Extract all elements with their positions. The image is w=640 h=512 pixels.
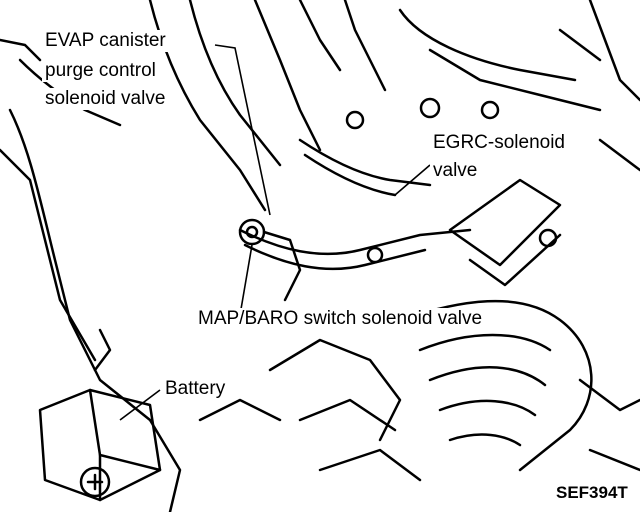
- label-egrc-line2: valve: [430, 160, 481, 182]
- label-evap-line1: EVAP canister: [42, 30, 169, 52]
- leader-battery: [119, 389, 161, 421]
- figure-code: SEF394T: [556, 483, 628, 502]
- leader-evap: [214, 44, 271, 216]
- label-evap-line3: solenoid valve: [42, 88, 169, 110]
- label-battery: Battery: [162, 378, 229, 400]
- fender-outline: [8, 108, 182, 512]
- intake-duct: [398, 299, 593, 472]
- leader-egrc: [394, 164, 431, 196]
- centre-hose: [238, 228, 472, 256]
- label-map-baro: MAP/BARO switch solenoid valve: [195, 308, 486, 330]
- upper-pipe: [148, 0, 267, 212]
- leader-map-baro: [239, 244, 253, 316]
- egrc-solenoid-body: [448, 178, 562, 267]
- label-egrc-line1: EGRC-solenoid: [430, 132, 568, 154]
- label-evap-line2: purge control: [42, 60, 159, 82]
